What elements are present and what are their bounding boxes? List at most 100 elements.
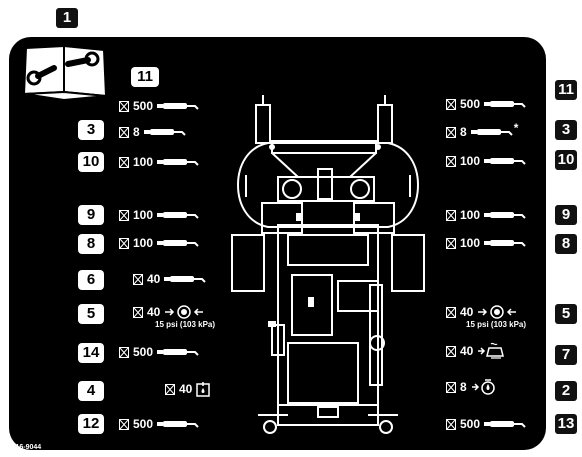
right-entry-500-a: 500 (446, 96, 526, 112)
outer-callout-7: 7 (555, 345, 577, 365)
callout-14-left: 14 (78, 343, 104, 363)
hourglass-icon (119, 237, 129, 249)
fuel-tank-icon (196, 382, 211, 397)
left-entry-40-tire: 40 (133, 304, 204, 320)
callout-5-left: 5 (78, 304, 104, 324)
grease-gun-icon (484, 421, 526, 428)
tire-pressure-note-left: 15 psi (103 kPa) (155, 320, 216, 329)
hourglass-icon (446, 418, 456, 430)
interval-value: 500 (133, 345, 154, 359)
hourglass-icon (119, 156, 129, 168)
interval-value: 100 (460, 236, 481, 250)
interval-value: 40 (460, 344, 474, 358)
hourglass-icon (446, 345, 456, 357)
air-filter-icon (478, 342, 505, 359)
left-entry-100-c: 100 (119, 235, 199, 251)
interval-value: 500 (460, 97, 481, 111)
hourglass-icon (119, 346, 129, 358)
interval-value: 8 (133, 125, 140, 139)
hourglass-icon (446, 209, 456, 221)
left-entry-40-fuel: 40 (165, 381, 211, 397)
callout-10-left: 10 (78, 152, 104, 172)
right-entry-100-a: 100 (446, 153, 526, 169)
grease-gun-icon (157, 421, 199, 428)
mower-outline-diagram (231, 95, 425, 434)
hourglass-icon (446, 237, 456, 249)
callout-8-left: 8 (78, 234, 104, 254)
engine-oil-icon (471, 379, 495, 395)
right-entry-8: 8 * (446, 121, 519, 140)
outer-callout-10: 10 (555, 150, 577, 170)
grease-gun-icon (157, 159, 199, 166)
callout-11-left: 11 (131, 67, 159, 87)
hourglass-icon (119, 100, 129, 112)
interval-value: 8 (460, 380, 467, 394)
tire-pressure-icon (478, 305, 517, 319)
interval-value: 100 (133, 155, 154, 169)
grease-gun-icon (164, 276, 207, 283)
grease-gun-icon (157, 240, 199, 247)
hourglass-icon (119, 418, 129, 430)
part-number: 116-9044 (12, 444, 42, 451)
callout-6-left: 6 (78, 270, 104, 290)
asterisk-mark: * (513, 121, 519, 135)
interval-value: 100 (460, 154, 481, 168)
tire-pressure-note-right: 15 psi (103 kPa) (466, 320, 527, 329)
grease-gun-icon (484, 240, 526, 247)
hourglass-icon (446, 155, 456, 167)
grease-gun-icon (143, 129, 186, 136)
left-entry-500-a: 500 (119, 98, 199, 114)
left-entry-500-b: 500 (119, 344, 199, 360)
hourglass-icon (119, 209, 129, 221)
hourglass-icon (133, 273, 143, 285)
outer-callout-11: 11 (555, 80, 577, 100)
callout-9-left: 9 (78, 205, 104, 225)
right-entry-40-tire: 40 (446, 304, 517, 320)
interval-value: 40 (147, 305, 161, 319)
grease-gun-icon (470, 129, 513, 136)
interval-value: 100 (133, 236, 154, 250)
hourglass-icon (446, 381, 456, 393)
callout-12-left: 12 (78, 414, 104, 434)
outer-callout-8: 8 (555, 234, 577, 254)
callout-3-left: 3 (78, 120, 104, 140)
right-entry-8-oil: 8 (446, 379, 497, 395)
hourglass-icon (446, 126, 456, 138)
hourglass-icon (446, 306, 456, 318)
right-entry-500-b: 500 (446, 416, 526, 432)
grease-gun-icon (157, 212, 199, 219)
hourglass-icon (133, 306, 143, 318)
left-entry-40-a: 40 (133, 271, 207, 287)
grease-gun-icon (484, 212, 526, 219)
hourglass-icon (165, 383, 175, 395)
left-entry-100-a: 100 (119, 154, 199, 170)
outer-callout-3: 3 (555, 120, 577, 140)
grease-gun-icon (157, 349, 199, 356)
grease-gun-icon (484, 158, 526, 165)
hourglass-icon (446, 98, 456, 110)
interval-value: 500 (133, 99, 154, 113)
service-manual-icon (22, 44, 108, 102)
left-entry-500-c: 500 (119, 416, 199, 432)
grease-gun-icon (484, 101, 526, 108)
right-entry-100-b: 100 (446, 207, 526, 223)
outer-callout-13: 13 (555, 414, 577, 434)
right-entry-100-c: 100 (446, 235, 526, 251)
interval-value: 500 (460, 417, 481, 431)
interval-value: 8 (460, 125, 467, 139)
left-entry-8: 8 (119, 124, 186, 140)
interval-value: 100 (133, 208, 154, 222)
grease-gun-icon (157, 103, 199, 110)
callout-1: 1 (56, 8, 78, 28)
hourglass-icon (119, 126, 129, 138)
interval-value: 40 (460, 305, 474, 319)
interval-value: 40 (147, 272, 161, 286)
tire-pressure-icon (165, 305, 204, 319)
left-entry-100-b: 100 (119, 207, 199, 223)
interval-value: 500 (133, 417, 154, 431)
outer-callout-5: 5 (555, 304, 577, 324)
outer-callout-9: 9 (555, 205, 577, 225)
callout-4-left: 4 (78, 381, 104, 401)
interval-value: 100 (460, 208, 481, 222)
outer-callout-2: 2 (555, 381, 577, 401)
